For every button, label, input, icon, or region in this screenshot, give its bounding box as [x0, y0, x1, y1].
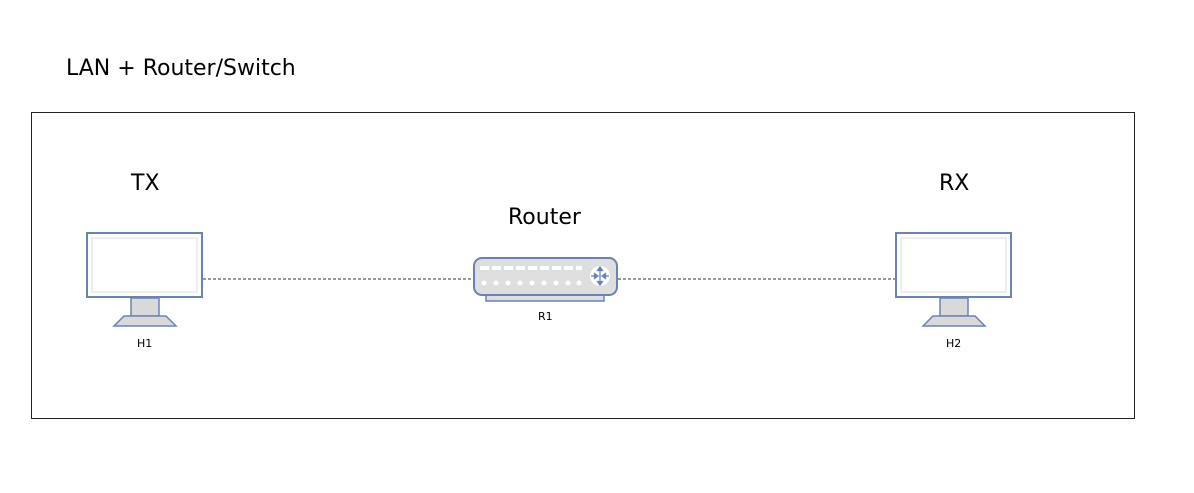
h2-node-label: H2	[946, 337, 962, 350]
diagram-title: LAN + Router/Switch	[66, 56, 296, 81]
lan-boundary	[31, 112, 1135, 419]
router-icon[interactable]	[473, 257, 618, 302]
rx-role-label: RX	[939, 171, 970, 196]
h1-node-label: H1	[137, 337, 153, 350]
tx-role-label: TX	[131, 171, 160, 196]
monitor-icon[interactable]	[895, 232, 1012, 327]
monitor-icon[interactable]	[86, 232, 203, 327]
router-role-label: Router	[508, 205, 581, 230]
r1-node-label: R1	[538, 310, 553, 323]
